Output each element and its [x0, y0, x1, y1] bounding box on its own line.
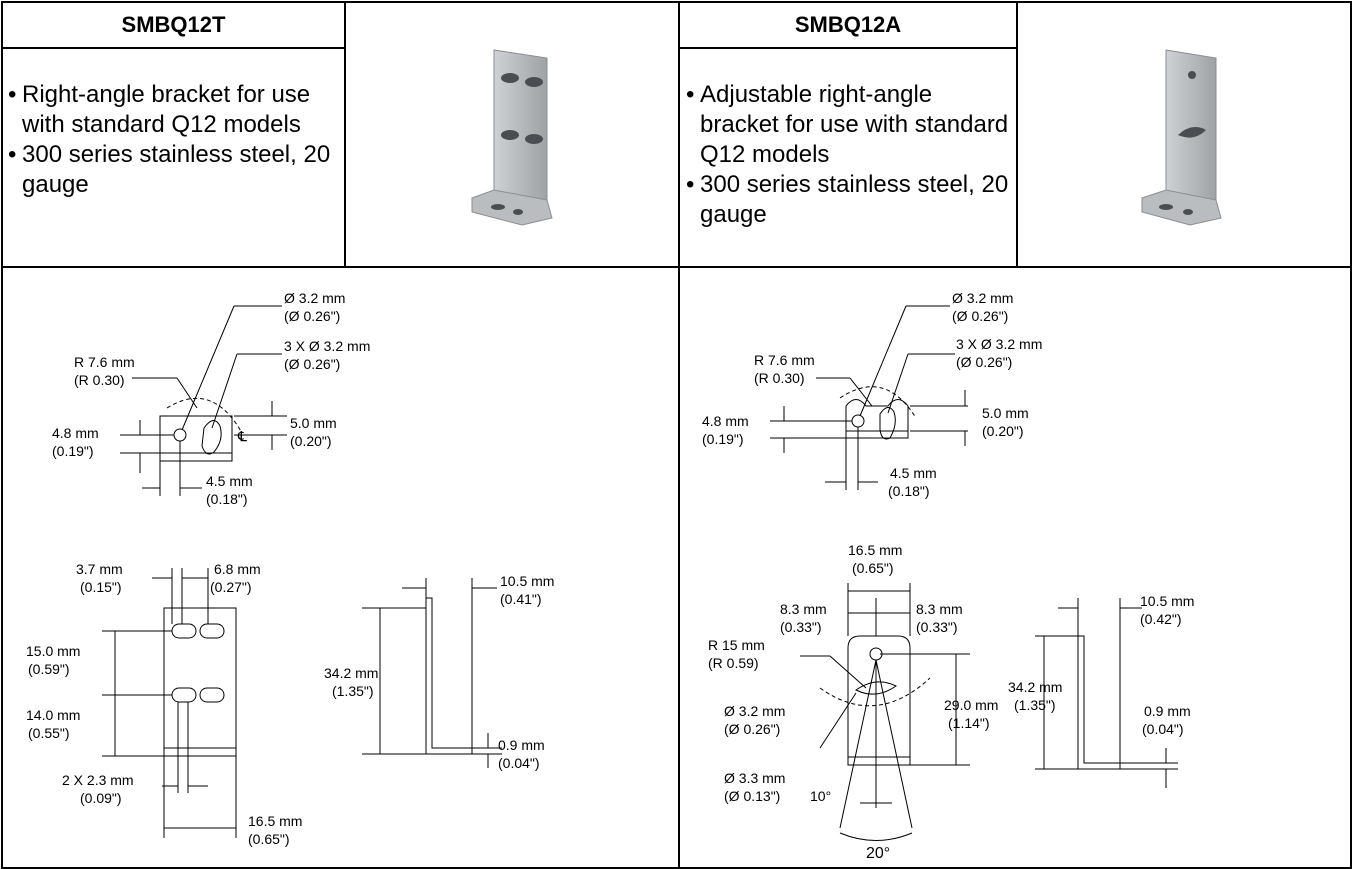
height-sub: (1.35")	[332, 683, 374, 699]
feature-list-left: Right-angle bracket for use with standar…	[8, 80, 342, 200]
thickness-sub: (0.04")	[498, 755, 540, 771]
depth-sub: (0.41")	[500, 591, 542, 607]
height-sub: (1.35")	[1014, 697, 1056, 713]
slot-spacing-b-sub: (0.27")	[210, 579, 252, 595]
slot-dia-label: 3 X Ø 3.2 mm	[956, 336, 1042, 352]
vert-sub: (1.14")	[948, 715, 990, 731]
centerline-mark: ℄	[237, 428, 247, 444]
arc-radius-label: R 15 mm	[708, 637, 765, 653]
angle-big-label: 20°	[866, 845, 890, 862]
slot-dia-sub: (Ø 0.26")	[284, 356, 340, 372]
radius-label: R 7.6 mm	[754, 352, 815, 368]
top-offset-label: 5.0 mm	[290, 415, 337, 431]
height-label: 34.2 mm	[1008, 679, 1062, 695]
half-a-sub: (0.33")	[780, 619, 822, 635]
feature-item: 300 series stainless steel, 20 gauge	[686, 170, 1012, 230]
half-a-label: 8.3 mm	[780, 601, 827, 617]
slot-width-label: 2 X 2.3 mm	[62, 772, 134, 788]
depth-sub: (0.42")	[1140, 611, 1182, 627]
feature-list-right: Adjustable right-angle bracket for use w…	[686, 80, 1012, 230]
horiz-offset-label: 4.5 mm	[206, 473, 253, 489]
thickness-label: 0.9 mm	[1144, 703, 1191, 719]
slot-dia-label: 3 X Ø 3.2 mm	[284, 338, 370, 354]
hole-dia-sub: (Ø 0.26")	[284, 308, 340, 324]
width-sub: (0.65")	[852, 560, 894, 576]
dimension-drawing-right: Ø 3.2 mm (Ø 0.26") 3 X Ø 3.2 mm (Ø 0.26"…	[702, 290, 1194, 862]
width-label: 16.5 mm	[248, 813, 302, 829]
horiz-offset-sub: (0.18")	[206, 491, 248, 507]
arc-radius-sub: (R 0.59)	[708, 655, 759, 671]
slot-dia2-label: Ø 3.2 mm	[724, 703, 785, 719]
vert-a-label: 15.0 mm	[26, 643, 80, 659]
vert-a-sub: (0.59")	[28, 661, 70, 677]
slot-spacing-b-label: 6.8 mm	[214, 561, 261, 577]
bracket-photo-left	[471, 49, 553, 226]
depth-label: 10.5 mm	[1140, 593, 1194, 609]
feature-item: Adjustable right-angle bracket for use w…	[686, 80, 1012, 170]
top-offset-sub: (0.20")	[982, 423, 1024, 439]
hole-dia-sub: (Ø 0.26")	[952, 308, 1008, 324]
slot-width-sub: (0.09")	[80, 790, 122, 806]
horiz-offset-label: 4.5 mm	[890, 465, 937, 481]
slot-spacing-a-label: 3.7 mm	[76, 561, 123, 577]
model-header-right: SMBQ12A	[794, 12, 902, 37]
height-label: 34.2 mm	[324, 665, 378, 681]
feature-item: Right-angle bracket for use with standar…	[8, 80, 342, 140]
half-b-sub: (0.33")	[916, 619, 958, 635]
slot-dia-sub: (Ø 0.26")	[956, 354, 1012, 370]
slot-dia2-sub: (Ø 0.26")	[724, 721, 780, 737]
angle-small-label: 10°	[810, 788, 831, 804]
slot-spacing-a-sub: (0.15")	[80, 579, 122, 595]
small-hole-sub: (Ø 0.13")	[724, 788, 780, 804]
left-offset-sub: (0.19")	[52, 443, 94, 459]
horiz-offset-sub: (0.18")	[888, 483, 930, 499]
radius-sub: (R 0.30)	[754, 370, 805, 386]
half-b-label: 8.3 mm	[916, 601, 963, 617]
width-sub: (0.65")	[248, 831, 290, 847]
dimension-drawing-left: Ø 3.2 mm (Ø 0.26") 3 X Ø 3.2 mm (Ø 0.26"…	[26, 290, 554, 847]
depth-label: 10.5 mm	[500, 573, 554, 589]
small-hole-label: Ø 3.3 mm	[724, 770, 785, 786]
radius-label: R 7.6 mm	[74, 354, 135, 370]
thickness-sub: (0.04")	[1142, 721, 1184, 737]
thickness-label: 0.9 mm	[498, 737, 545, 753]
feature-item: 300 series stainless steel, 20 gauge	[8, 140, 342, 200]
vert-b-sub: (0.55")	[28, 725, 70, 741]
top-offset-label: 5.0 mm	[982, 405, 1029, 421]
left-offset-label: 4.8 mm	[52, 425, 99, 441]
hole-dia-label: Ø 3.2 mm	[284, 290, 345, 306]
top-offset-sub: (0.20")	[290, 433, 332, 449]
hole-dia-label: Ø 3.2 mm	[952, 290, 1013, 306]
width-label: 16.5 mm	[848, 542, 902, 558]
vert-b-label: 14.0 mm	[26, 707, 80, 723]
left-offset-sub: (0.19")	[702, 431, 744, 447]
vert-label: 29.0 mm	[944, 697, 998, 713]
radius-sub: (R 0.30)	[74, 372, 125, 388]
model-header-left: SMBQ12T	[121, 12, 226, 37]
bracket-photo-right	[1141, 49, 1222, 226]
left-offset-label: 4.8 mm	[702, 413, 749, 429]
